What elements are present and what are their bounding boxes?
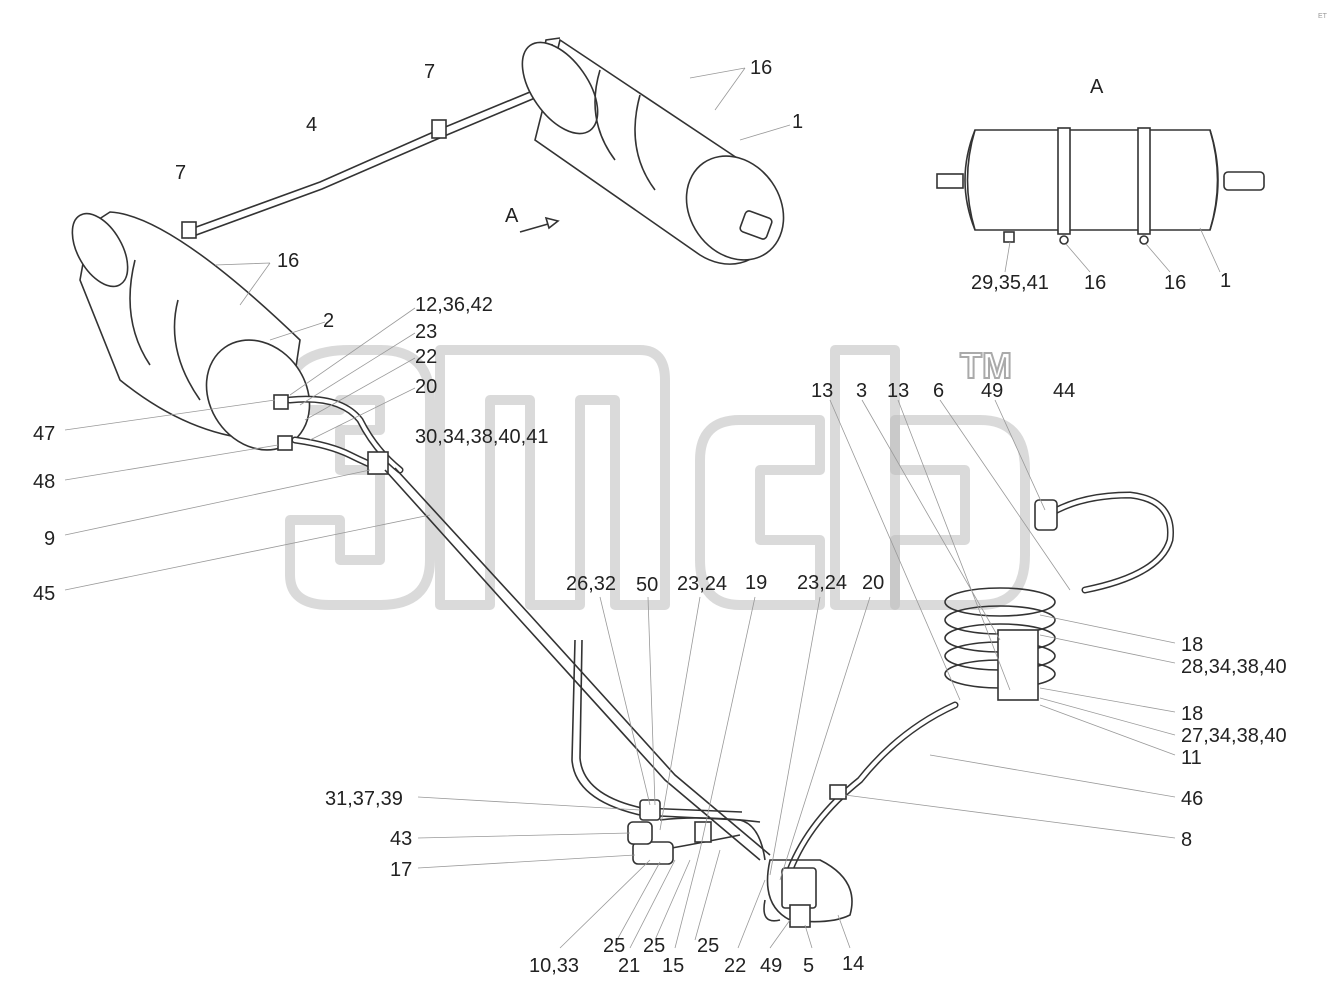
clamp-7a [181, 221, 197, 239]
label: 49 [981, 380, 1003, 402]
label: 7 [175, 162, 186, 184]
label: 25 [643, 935, 665, 957]
label: 20 [415, 376, 437, 398]
hoses-receiver-2 [273, 394, 404, 475]
coil-bracket-11 [997, 629, 1039, 701]
label: 13 [887, 380, 909, 402]
drain-valve-icon [739, 210, 773, 240]
label: 23,24 [677, 573, 727, 595]
label: 22 [415, 346, 437, 368]
label: 46 [1181, 788, 1203, 810]
label: 18 [1181, 703, 1203, 725]
label: 48 [33, 471, 55, 493]
label: 16 [750, 57, 772, 79]
view-arrow-label: A [505, 205, 519, 227]
pipe-riser [571, 639, 766, 861]
valve-5 [781, 867, 817, 909]
label: 45 [33, 583, 55, 605]
label: 2 [323, 310, 334, 332]
label: 31,37,39 [325, 788, 403, 810]
label: 10,33 [529, 955, 579, 977]
label: 27,34,38,40 [1181, 725, 1287, 747]
label: 20 [862, 572, 884, 594]
label: 5 [803, 955, 814, 977]
valve-assembly [763, 859, 853, 928]
label: 1 [1220, 270, 1231, 292]
label: 22 [724, 955, 746, 977]
valve-31 [639, 799, 661, 821]
label: 17 [390, 859, 412, 881]
label: 12,36,42 [415, 294, 493, 316]
hose-44 [1044, 491, 1174, 594]
label: 50 [636, 574, 658, 596]
label: 16 [1084, 272, 1106, 294]
label: 8 [1181, 829, 1192, 851]
clamp-8 [829, 784, 847, 800]
label: 16 [277, 250, 299, 272]
label: 25 [697, 935, 719, 957]
callout-labels: A A 16 1 7 4 7 16 2 12,36,42 23 22 20 47… [33, 57, 1287, 977]
connector-47 [273, 394, 289, 410]
label: 16 [1164, 272, 1186, 294]
label: 21 [618, 955, 640, 977]
label: 49 [760, 955, 782, 977]
clamp-7b [431, 119, 447, 139]
label: 28,34,38,40 [1181, 656, 1287, 678]
coupling-43 [627, 821, 653, 845]
connector-48 [277, 435, 293, 451]
trademark-mark: TM [960, 345, 1012, 386]
corner-mark: ET [1318, 13, 1328, 20]
pipe-4 [79, 37, 561, 239]
watermark-logo: TM [285, 344, 1030, 610]
label: 14 [842, 953, 864, 975]
view-a-receiver [936, 127, 1265, 245]
label: 1 [792, 111, 803, 133]
label: 26,32 [566, 573, 616, 595]
label: 3 [856, 380, 867, 402]
label: 7 [424, 61, 435, 83]
label: 47 [33, 423, 55, 445]
coupling-17 [632, 841, 674, 865]
label: 44 [1053, 380, 1075, 402]
label: 4 [306, 114, 317, 136]
label: 29,35,41 [971, 272, 1049, 294]
view-title: A [1090, 76, 1104, 98]
label: 18 [1181, 634, 1203, 656]
label: 6 [933, 380, 944, 402]
elbow-fitting-6 [1034, 499, 1058, 531]
label: 23 [415, 321, 437, 343]
label: 43 [390, 828, 412, 850]
hose-46 [786, 701, 959, 874]
view-a-fitting-right [1223, 171, 1265, 191]
label: 9 [44, 528, 55, 550]
label: 13 [811, 380, 833, 402]
air-receiver-1 [521, 38, 785, 265]
label: 15 [662, 955, 684, 977]
pipe-45 [384, 467, 771, 861]
cooling-coil [944, 587, 1056, 701]
label: 25 [603, 935, 625, 957]
clamp-9 [367, 451, 389, 475]
view-a-fitting-left [936, 173, 964, 189]
label: 11 [1181, 747, 1202, 769]
air-receiver-2 [71, 211, 311, 451]
label: 30,34,38,40,41 [415, 426, 548, 448]
label: 23,24 [797, 572, 847, 594]
leader-lines [64, 67, 1221, 949]
label: 19 [745, 572, 767, 594]
